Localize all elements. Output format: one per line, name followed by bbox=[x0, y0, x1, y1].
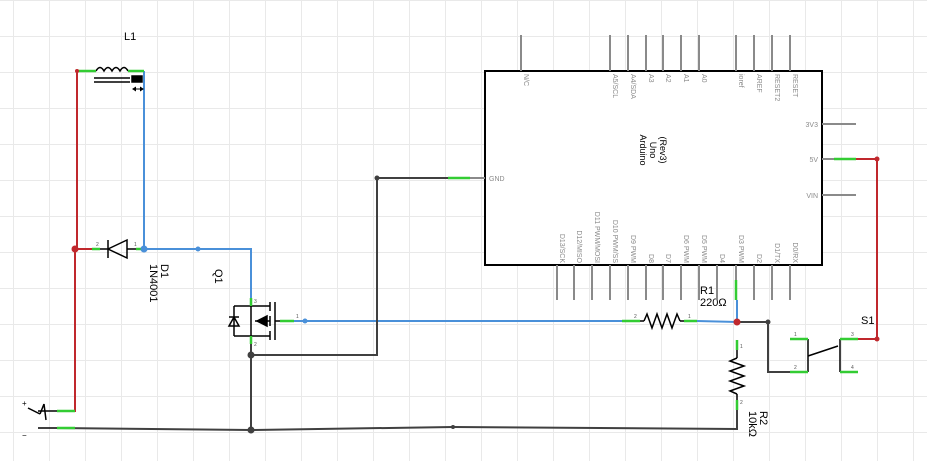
r2-ref: R2 bbox=[757, 411, 769, 425]
junction-dot bbox=[874, 156, 880, 162]
pin-label-d10-pwm-ss: D10 PWM/SS bbox=[611, 220, 618, 264]
wire-gnd-to-source[interactable] bbox=[251, 177, 448, 356]
arduino-pins: N/C A5/SCL A4/SDA A3 A2 A1 A0 ioref AREF RESET2 RE… bbox=[448, 35, 856, 300]
pin-label-3v3: 3V3 bbox=[806, 122, 819, 129]
junction-dot bbox=[874, 336, 880, 342]
r2-pin1: 1 bbox=[740, 344, 743, 350]
pin-label-a4-sda: A4/SDA bbox=[629, 74, 636, 99]
transistor-ref: Q1 bbox=[212, 269, 224, 284]
pin-label-n-c: N/C bbox=[522, 74, 529, 86]
r2-pin2: 2 bbox=[740, 400, 743, 406]
pin-label-d6-pwm: D6 PWM bbox=[682, 235, 689, 263]
inductor-label: L1 bbox=[124, 31, 136, 43]
r1-value: 220Ω bbox=[700, 297, 727, 309]
arduino-board[interactable] bbox=[484, 70, 823, 266]
diode-pin1: 1 bbox=[134, 242, 137, 248]
wire-ground-bus[interactable] bbox=[56, 410, 738, 432]
pin-label-d5-pwm: D5 PWM bbox=[700, 235, 707, 263]
pin-label-d13-sck: D13/SCK bbox=[558, 234, 565, 264]
pin-label-d0-rx: D0/RX bbox=[791, 242, 798, 263]
jack-plus: + bbox=[22, 399, 27, 408]
junction-dot bbox=[140, 245, 148, 253]
pin-label-d11-pwm-mosi: D11 PWM/MOSI bbox=[593, 212, 600, 263]
wire-5v-to-switch[interactable] bbox=[856, 158, 878, 340]
wire-jack-to-inductor[interactable] bbox=[57, 71, 78, 412]
pin-label-reset: RESET bbox=[791, 74, 798, 98]
pin-label-reset2: RESET2 bbox=[773, 74, 780, 101]
diode-ref: D1 bbox=[158, 264, 170, 278]
wire-switch-link[interactable] bbox=[737, 321, 790, 373]
pin-label-a5-scl: A5/SCL bbox=[611, 74, 618, 98]
junction-dot bbox=[733, 318, 741, 326]
pin-label-a3: A3 bbox=[647, 74, 654, 83]
pin-label-d12-miso: D12/MISO bbox=[575, 230, 582, 263]
r1-ref: R1 bbox=[700, 285, 714, 297]
pin-label-d1-tx: D1/TX bbox=[773, 243, 780, 263]
wire-diode-to-drain[interactable] bbox=[144, 248, 252, 306]
junction-dot bbox=[302, 318, 308, 324]
transistor-pin2: 2 bbox=[254, 342, 257, 348]
power-jack[interactable] bbox=[27, 403, 57, 429]
junction-dot bbox=[195, 246, 201, 252]
pin-label-5v: 5V bbox=[809, 157, 818, 164]
switch-ref: S1 bbox=[861, 315, 874, 327]
switch-s1[interactable] bbox=[790, 338, 858, 373]
pin-label-d7: D7 bbox=[664, 254, 671, 263]
junction-dot bbox=[247, 426, 255, 434]
signal-wires bbox=[143, 71, 738, 324]
r1-pin1: 1 bbox=[688, 314, 691, 320]
pin-label-d4: D4 bbox=[718, 254, 725, 263]
switch-pin2: 2 bbox=[794, 365, 797, 371]
arduino-title-line2: Uno bbox=[648, 142, 658, 159]
transistor-pin3: 3 bbox=[254, 299, 257, 305]
switch-pin3: 3 bbox=[851, 332, 854, 338]
pin-label-aref: AREF bbox=[755, 74, 762, 93]
r2-value: 10kΩ bbox=[746, 411, 758, 437]
r1-pin2: 2 bbox=[634, 314, 637, 320]
transistor-q1[interactable] bbox=[227, 302, 294, 340]
switch-pin1: 1 bbox=[794, 332, 797, 338]
diode-pin2: 2 bbox=[96, 242, 99, 248]
pin-label-a0: A0 bbox=[700, 74, 707, 83]
jack-minus: − bbox=[22, 431, 27, 440]
junction-dot bbox=[71, 245, 79, 253]
pin-label-d8: D8 bbox=[647, 254, 654, 263]
pin-ends bbox=[57, 69, 858, 430]
junction-dot bbox=[374, 175, 380, 181]
pin-label-gnd: GND bbox=[489, 176, 505, 183]
junction-dot bbox=[75, 69, 79, 73]
transistor-pin1: 1 bbox=[296, 314, 299, 320]
switch-pin4: 4 bbox=[851, 365, 854, 371]
arduino-title-line1: Arduino bbox=[638, 134, 648, 165]
arduino-title-line3: (Rev3) bbox=[658, 136, 668, 163]
diode-value: 1N4001 bbox=[147, 264, 159, 303]
junction-dot bbox=[765, 319, 771, 325]
junctions bbox=[71, 69, 880, 434]
junction-dot bbox=[451, 425, 455, 429]
pin-label-d3-pwm: D3 PWM bbox=[737, 235, 744, 263]
pin-label-a2: A2 bbox=[664, 74, 671, 83]
pin-label-d2: D2 bbox=[755, 254, 762, 263]
pin-label-d9-pwm: D9 PWM bbox=[629, 235, 636, 263]
pin-label-vin: VIN bbox=[806, 193, 818, 200]
pin-label-ioref: ioref bbox=[737, 74, 744, 88]
pin-label-a1: A1 bbox=[682, 74, 689, 83]
junction-dot bbox=[247, 351, 255, 359]
